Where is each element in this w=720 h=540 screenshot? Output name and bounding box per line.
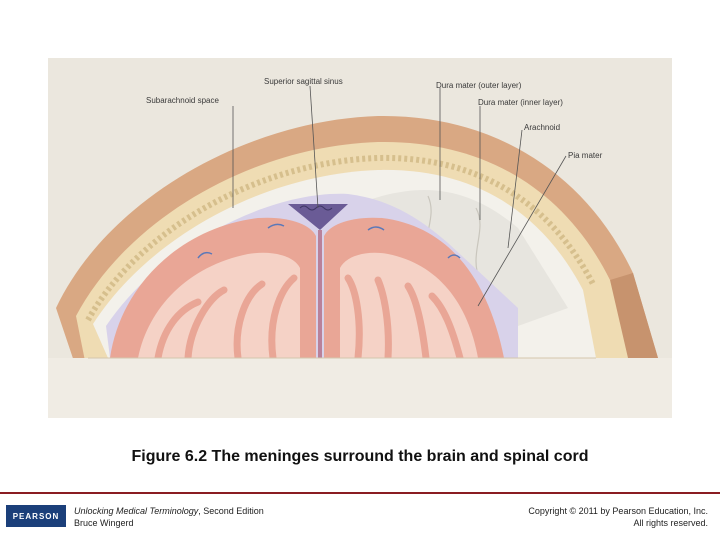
book-title-line: Unlocking Medical Terminology, Second Ed… (74, 506, 264, 516)
skull-spongy-bone (85, 154, 596, 322)
cut-plane-floor (48, 358, 672, 418)
label-pia-mater: Pia mater (568, 151, 603, 160)
label-subarachnoid-space: Subarachnoid space (146, 96, 219, 105)
meninges-diagram: Superior sagittal sinus Dura mater (oute… (48, 58, 672, 418)
rights-notice: All rights reserved. (633, 518, 708, 528)
right-gyri (344, 274, 464, 362)
superior-sagittal-sinus (288, 204, 348, 230)
pearson-logo-text: PEARSON (12, 511, 60, 521)
leader-pia-mater (477, 155, 567, 307)
leader-arachnoid (507, 129, 523, 249)
leader-superior-sagittal-sinus (309, 85, 319, 209)
book-edition: , Second Edition (198, 506, 264, 516)
figure-caption: Figure 6.2 The meninges surround the bra… (131, 448, 589, 465)
surface-vessels (197, 223, 461, 259)
book-author: Bruce Wingerd (74, 518, 134, 528)
label-arachnoid: Arachnoid (524, 123, 560, 132)
left-gyri (154, 274, 298, 362)
left-hemisphere-white-matter (138, 252, 300, 358)
label-dura-outer: Dura mater (outer layer) (436, 81, 522, 90)
copyright-notice: Copyright © 2011 by Pearson Education, I… (528, 506, 708, 516)
label-dura-inner: Dura mater (inner layer) (478, 98, 563, 107)
meninges-illustration: Superior sagittal sinus Dura mater (oute… (48, 58, 672, 418)
label-superior-sagittal-sinus: Superior sagittal sinus (264, 77, 343, 86)
book-title: Unlocking Medical Terminology (74, 506, 199, 516)
pearson-logo: PEARSON (6, 505, 66, 527)
right-hemisphere-white-matter (340, 252, 478, 358)
footer-divider (0, 492, 720, 494)
sinus-granulations (299, 205, 333, 211)
